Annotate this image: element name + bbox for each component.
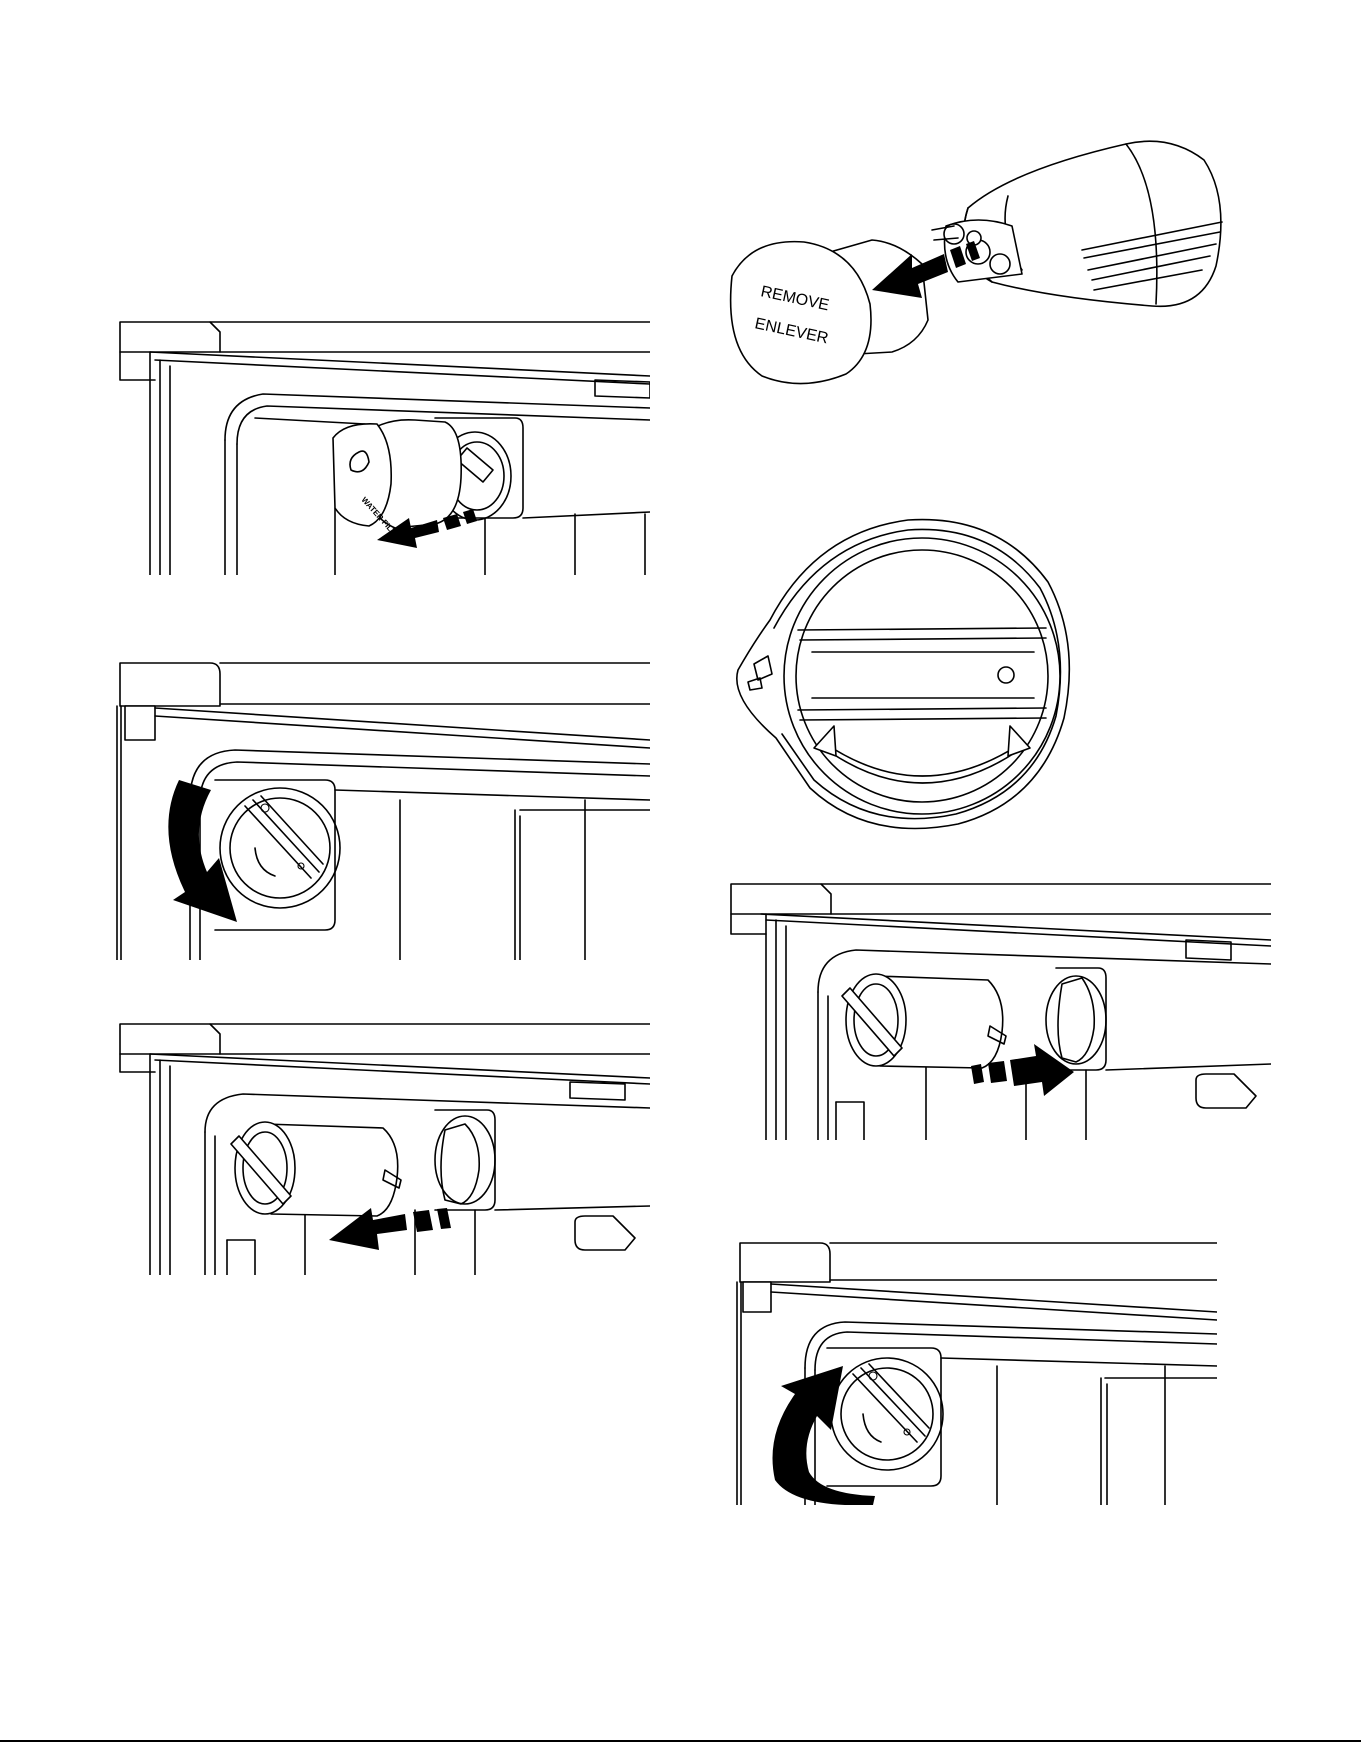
fridge-ceiling-illustration — [735, 1240, 1217, 1505]
page-footer-rule — [0, 1740, 1361, 1742]
fridge-ceiling-illustration: WATER FILTER — [115, 318, 650, 575]
figure-remove-cap-from-new-filter: REMOVE ENLEVER — [722, 130, 1242, 430]
fridge-ceiling-illustration — [115, 660, 650, 960]
figure-pull-filter-out — [115, 1020, 650, 1275]
new-filter-illustration: REMOVE ENLEVER — [722, 130, 1242, 430]
figure-filter-cap-face — [728, 512, 1078, 837]
figure-insert-new-filter — [726, 880, 1271, 1140]
fridge-ceiling-illustration — [115, 1020, 650, 1275]
figure-turn-filter-to-lock — [735, 1240, 1217, 1505]
figure-remove-filter-cap: WATER FILTER — [115, 318, 650, 575]
fridge-ceiling-illustration — [726, 880, 1271, 1140]
filter-cap-illustration — [728, 512, 1078, 837]
figure-turn-filter-to-remove — [115, 660, 650, 960]
